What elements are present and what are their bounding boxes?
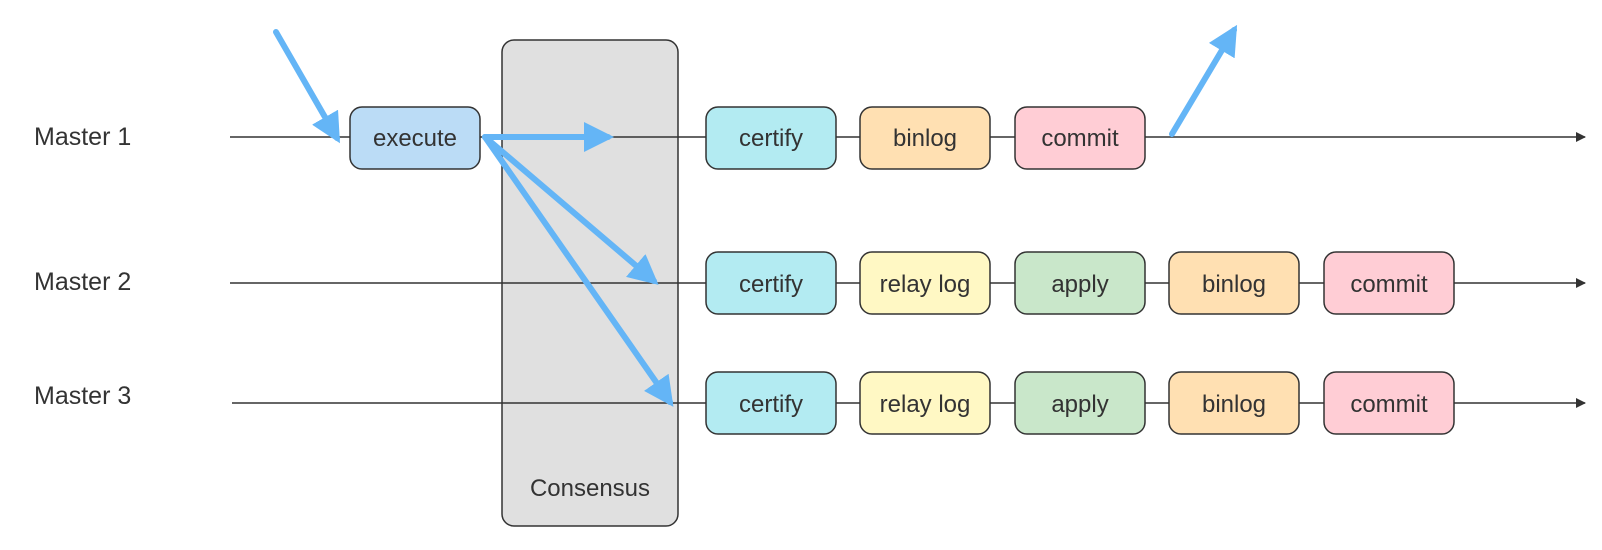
binlog-box	[1168, 251, 1300, 315]
propagate-to-master-2-arrow	[482, 134, 659, 285]
certify-box	[705, 251, 837, 315]
commit-label: commit	[1041, 125, 1119, 152]
execute-box	[349, 106, 481, 170]
outgoing-result-arrow	[1169, 24, 1238, 137]
consensus-label: Consensus	[530, 475, 650, 502]
master-1-label: Master 1	[34, 123, 131, 151]
certify-box	[705, 371, 837, 435]
step-execute: execute	[349, 106, 481, 170]
master-3-label: Master 3	[34, 382, 131, 410]
step-binlog: binlog	[1168, 251, 1300, 315]
step-certify: certify	[705, 371, 837, 435]
step-commit: commit	[1323, 371, 1455, 435]
binlog-box	[1168, 371, 1300, 435]
relay-log-box	[859, 371, 991, 435]
master-2-label: Master 2	[34, 268, 131, 296]
execute-label: execute	[373, 125, 457, 152]
propagate-to-master-3-arrow	[482, 134, 674, 407]
commit-label: commit	[1350, 391, 1428, 418]
apply-label: apply	[1051, 271, 1108, 298]
step-apply: apply	[1014, 251, 1146, 315]
binlog-label: binlog	[1202, 391, 1266, 418]
step-commit: commit	[1323, 251, 1455, 315]
certify-label: certify	[739, 271, 803, 298]
certify-box	[705, 106, 837, 170]
commit-box	[1323, 371, 1455, 435]
incoming-transaction-arrow	[273, 29, 340, 144]
master-3-steps: certify relay log apply binlog commit	[705, 371, 1455, 435]
step-relay-log: relay log	[859, 371, 991, 435]
step-binlog: binlog	[1168, 371, 1300, 435]
step-relay-log: relay log	[859, 251, 991, 315]
commit-box	[1323, 251, 1455, 315]
step-apply: apply	[1014, 371, 1146, 435]
commit-box	[1014, 106, 1146, 170]
relay-log-box	[859, 251, 991, 315]
relay-log-label: relay log	[880, 391, 971, 418]
certify-label: certify	[739, 125, 803, 152]
step-commit: commit	[1014, 106, 1146, 170]
apply-box	[1014, 251, 1146, 315]
step-certify: certify	[705, 251, 837, 315]
binlog-box	[859, 106, 991, 170]
master-2-steps: certify relay log apply binlog commit	[705, 251, 1455, 315]
apply-box	[1014, 371, 1146, 435]
step-binlog: binlog	[859, 106, 991, 170]
binlog-label: binlog	[893, 125, 957, 152]
relay-log-label: relay log	[880, 271, 971, 298]
flow-arrows	[273, 24, 1238, 407]
commit-label: commit	[1350, 271, 1428, 298]
certify-label: certify	[739, 391, 803, 418]
binlog-label: binlog	[1202, 271, 1266, 298]
apply-label: apply	[1051, 391, 1108, 418]
step-certify: certify	[705, 106, 837, 170]
master-1-steps: execute certify binlog commit	[349, 106, 1146, 170]
